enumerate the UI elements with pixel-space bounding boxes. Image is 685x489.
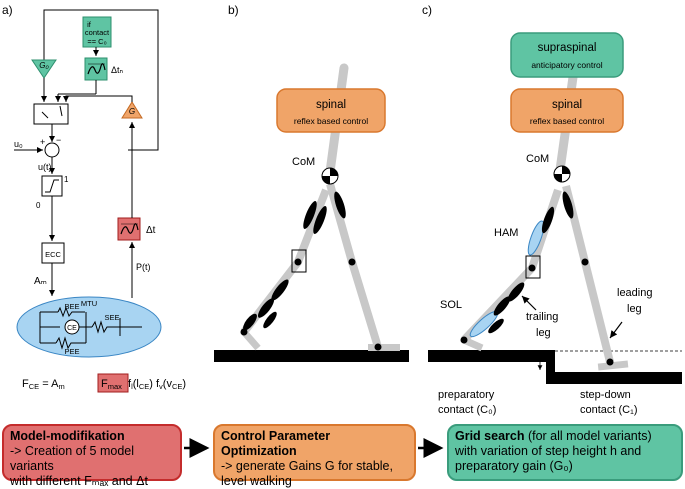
trailing-leg-label-1: trailing [526, 311, 558, 323]
delta-tn-label: Δtₙ [111, 65, 124, 75]
g-label: G [129, 107, 135, 116]
trailing-leg-label-2: leg [536, 327, 551, 339]
ce-label: CE [67, 325, 77, 332]
ut-label: u(t) [38, 162, 52, 172]
if-contact-line1: if [87, 20, 92, 29]
c-spinal-sub: reflex based control [530, 116, 604, 126]
mtu-label: MTU [81, 299, 97, 308]
minus-sign: − [56, 135, 61, 145]
panel-c-walker [428, 32, 682, 384]
sat-bottom-label: 0 [36, 201, 41, 210]
grid-search-box: Grid search (for all model variants) wit… [447, 424, 683, 481]
c-supra-sub: anticipatory control [531, 60, 602, 70]
panel-b-walker [214, 63, 409, 362]
preparatory-label-1: preparatory [438, 389, 495, 401]
box3-line1: with variation of step height h and [455, 444, 642, 458]
stepdown-label-1: step-down [580, 389, 631, 401]
box1-line2: with different Fₘₐₓ and Δt [10, 474, 148, 488]
svg-text:Fmax: Fmax [101, 378, 122, 391]
see-label: SEE [104, 313, 119, 322]
box3-title: Grid search [455, 429, 525, 443]
svg-text:fl(lCE) fv(vCE): fl(lCE) fv(vCE) [128, 378, 186, 391]
am-label: Aₘ [34, 276, 47, 287]
stepdown-label-2: contact (C₁) [580, 404, 638, 416]
pee-label: PEE [64, 347, 79, 356]
bee-label: BEE [64, 302, 79, 311]
plus-sign: + [40, 137, 45, 147]
step-height-label: h [547, 358, 553, 370]
c-com-label: CoM [526, 153, 549, 165]
ecc-label: ECC [45, 250, 61, 259]
u0-label: u₀ [14, 139, 23, 149]
box3-title-rest: (for all model variants) [524, 429, 652, 443]
if-contact-line3: == C₀ [87, 37, 106, 46]
panel-a-block-diagram [14, 9, 162, 393]
delta-t-icon [120, 223, 139, 235]
sol-label: SOL [440, 299, 462, 311]
b-spinal-title: spinal [316, 99, 346, 111]
leading-leg-label-2: leg [627, 303, 642, 315]
model-modification-box: Model-modifikation -> Creation of 5 mode… [2, 424, 182, 488]
b-spinal-sub: reflex based control [294, 116, 368, 126]
panel-label-a: a) [2, 3, 13, 17]
delta-tn-icon [87, 63, 106, 75]
force-equation: FCE = Am Fmax fl(lCE) fv(vCE) [22, 378, 186, 391]
box2-title: Control Parameter Optimization [221, 429, 331, 458]
optimization-box: Control Parameter Optimization -> genera… [213, 424, 416, 488]
svg-text:FCE = Am: FCE = Am [22, 378, 65, 391]
pt-label: P(t) [136, 262, 151, 272]
preparatory-label-2: contact (C₀) [438, 404, 496, 416]
box1-title: Model-modifikation [10, 429, 125, 443]
c-supra-title: supraspinal [538, 42, 597, 54]
leading-leg-label-1: leading [617, 287, 652, 299]
if-contact-line2: contact [85, 28, 110, 37]
panel-label-b: b) [228, 3, 239, 17]
g0-label: G₀ [39, 61, 49, 70]
sat-top-label: 1 [64, 175, 69, 184]
ham-label: HAM [494, 227, 518, 239]
box2-line2: level walking [221, 474, 292, 488]
b-com-label: CoM [292, 156, 315, 168]
panel-label-c: c) [422, 3, 432, 17]
delta-t-label: Δt [146, 225, 156, 236]
box2-line1: -> generate Gains G for stable, [221, 459, 393, 473]
box1-line1: -> Creation of 5 model variants [10, 444, 135, 473]
box3-line2: preparatory gain (G₀) [455, 459, 573, 473]
c-spinal-title: spinal [552, 99, 582, 111]
